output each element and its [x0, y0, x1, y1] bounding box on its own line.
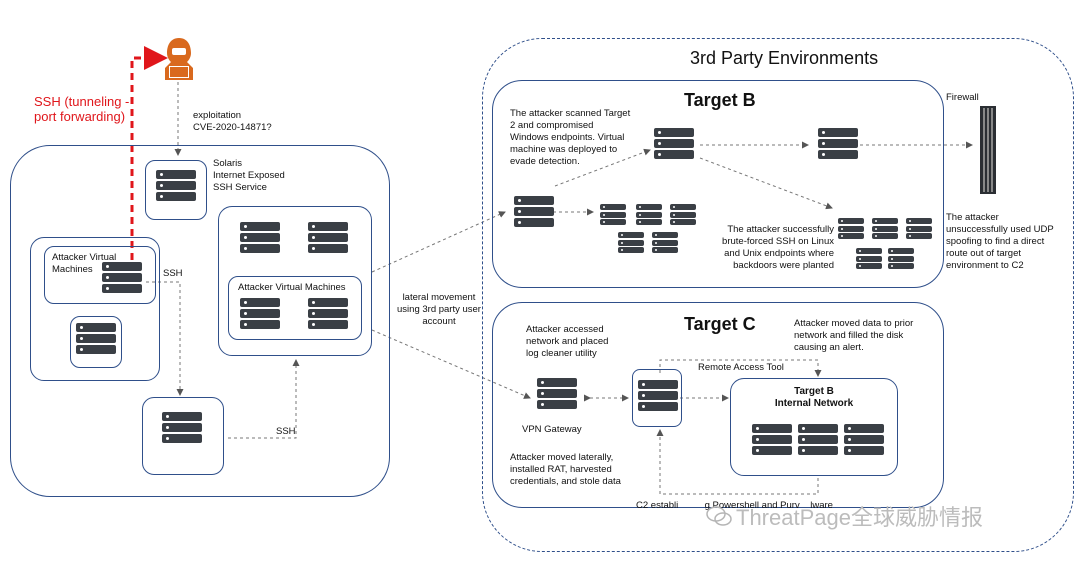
server-icon	[838, 218, 864, 241]
attacker-vm-group-right	[218, 206, 372, 356]
ssh-tunnel-label: SSH (tunneling - port forwarding)	[34, 94, 130, 124]
moved-laterally-note: Attacker moved laterally, installed RAT,…	[510, 452, 621, 487]
ssh-bottom-label: SSH	[276, 426, 296, 437]
firewall-icon	[980, 106, 996, 194]
vpn-label: VPN Gateway	[522, 424, 582, 435]
server-icon	[308, 222, 348, 255]
target-c-title: Target C	[684, 314, 756, 334]
server-icon	[888, 248, 914, 271]
server-icon	[514, 196, 554, 229]
server-icon	[818, 128, 858, 161]
attacker-vm-box-left	[44, 246, 156, 304]
server-icon	[638, 380, 678, 413]
ssh-bottom-line	[228, 359, 300, 439]
target-b-scan-note: The attacker scanned Target 2 and compro…	[510, 108, 631, 167]
server-icon	[654, 128, 694, 161]
third-party-environments	[482, 38, 1074, 552]
attacker-vm-left-label: Attacker Virtual Machines	[52, 252, 117, 275]
server-icon	[872, 218, 898, 241]
brute-force-note: The attacker successfully brute-forced S…	[722, 224, 834, 271]
server-icon	[752, 424, 792, 457]
hacker-icon	[165, 38, 193, 80]
server-icon	[240, 222, 280, 255]
server-icon	[856, 248, 882, 271]
server-icon	[308, 298, 348, 331]
wechat-icon	[706, 506, 732, 526]
accessed-note: Attacker accessed network and placed log…	[526, 324, 609, 359]
server-icon	[670, 204, 696, 227]
third-party-title: 3rd Party Environments	[690, 48, 879, 68]
moved-data-note: Attacker moved data to prior network and…	[794, 318, 914, 353]
server-icon	[652, 232, 678, 255]
internal-network-box	[730, 378, 898, 476]
target-b-title: Target B	[684, 90, 756, 110]
server-icon	[906, 218, 932, 241]
target-b-box	[492, 80, 944, 288]
c2-label: C2 establi g Powershell and Purv lware	[636, 500, 833, 511]
attacker-vm-group-left	[30, 237, 160, 381]
attacker-vm-box-right	[228, 276, 362, 340]
solaris-label: Solaris Internet Exposed SSH Service	[213, 158, 285, 193]
ssh-left-line	[146, 281, 184, 396]
lateral-line-c	[371, 329, 531, 399]
server-icon	[162, 412, 202, 445]
rat-label: Remote Access Tool	[698, 362, 784, 373]
rat-host-box	[632, 369, 682, 427]
ssh-tunnel-line	[130, 46, 168, 260]
lateral-label: lateral movement using 3rd party user ac…	[397, 292, 481, 327]
vpn-server-icon	[537, 378, 577, 411]
server-icon	[156, 170, 196, 203]
watermark-text: ThreatPage全球威胁情报	[736, 505, 983, 530]
exploitation-label: exploitation CVE-2020-14871?	[193, 110, 272, 133]
server-icon	[102, 262, 142, 295]
server-icon	[600, 204, 626, 227]
attacker-server-bottom	[142, 397, 224, 475]
server-icon	[76, 323, 116, 356]
server-icon	[636, 204, 662, 227]
server-icon	[798, 424, 838, 457]
server-icon	[240, 298, 280, 331]
internal-network-label: Target B Internal Network	[774, 386, 854, 409]
ssh-left-label: SSH	[163, 268, 183, 279]
solaris-box	[145, 160, 207, 220]
attacker-vm-right-label: Attacker Virtual Machines	[238, 282, 346, 293]
server-icon	[618, 232, 644, 255]
udp-note: The attacker unsuccessfully used UDP spo…	[946, 212, 1054, 271]
firewall-label: Firewall	[946, 92, 979, 103]
vm-box-small	[70, 316, 122, 368]
server-icon	[844, 424, 884, 457]
attacker-environment	[10, 145, 390, 497]
